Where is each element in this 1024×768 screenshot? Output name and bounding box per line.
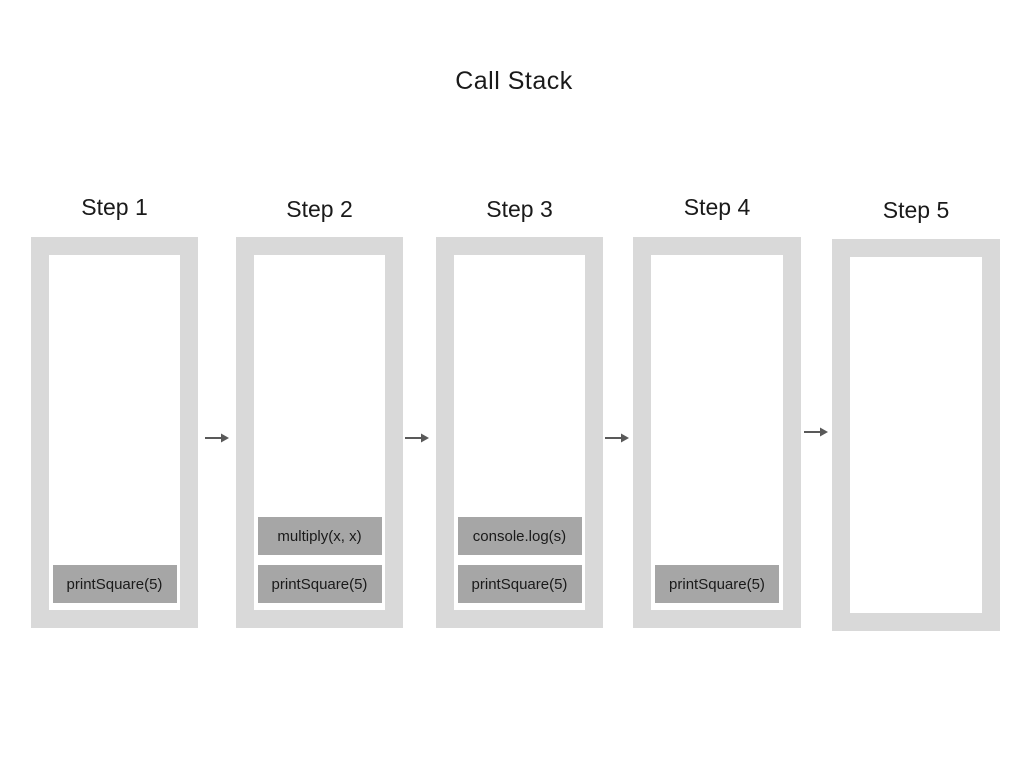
arrow-right-icon bbox=[804, 425, 828, 439]
arrow-right-icon bbox=[605, 431, 629, 445]
step-1-stack-frame: printSquare(5) bbox=[31, 237, 198, 628]
stack-item: multiply(x, x) bbox=[257, 517, 382, 555]
step-2-stack-frame: multiply(x, x) printSquare(5) bbox=[236, 237, 403, 628]
stack-item: printSquare(5) bbox=[257, 565, 382, 603]
step-4-stack-area: printSquare(5) bbox=[651, 255, 783, 610]
step-5-label: Step 5 bbox=[882, 197, 950, 223]
stack-item: printSquare(5) bbox=[457, 565, 582, 603]
arrow-right-icon bbox=[405, 431, 429, 445]
step-5-stack-area bbox=[850, 257, 982, 613]
diagram-title: Call Stack bbox=[455, 67, 573, 95]
stack-item: console.log(s) bbox=[457, 517, 582, 555]
stack-item: printSquare(5) bbox=[655, 565, 779, 603]
step-2-stack-area: multiply(x, x) printSquare(5) bbox=[254, 255, 385, 610]
step-2-label: Step 2 bbox=[286, 196, 353, 222]
step-4-label: Step 4 bbox=[683, 194, 751, 220]
step-4-stack-frame: printSquare(5) bbox=[633, 237, 801, 628]
stack-item: printSquare(5) bbox=[52, 565, 177, 603]
step-1-label: Step 1 bbox=[81, 194, 148, 220]
step-3-stack-frame: console.log(s) printSquare(5) bbox=[436, 237, 603, 628]
arrow-right-icon bbox=[205, 431, 229, 445]
step-5-stack-frame bbox=[832, 239, 1000, 631]
step-3-stack-area: console.log(s) printSquare(5) bbox=[454, 255, 585, 610]
step-3-label: Step 3 bbox=[486, 196, 553, 222]
step-1-stack-area: printSquare(5) bbox=[49, 255, 180, 610]
